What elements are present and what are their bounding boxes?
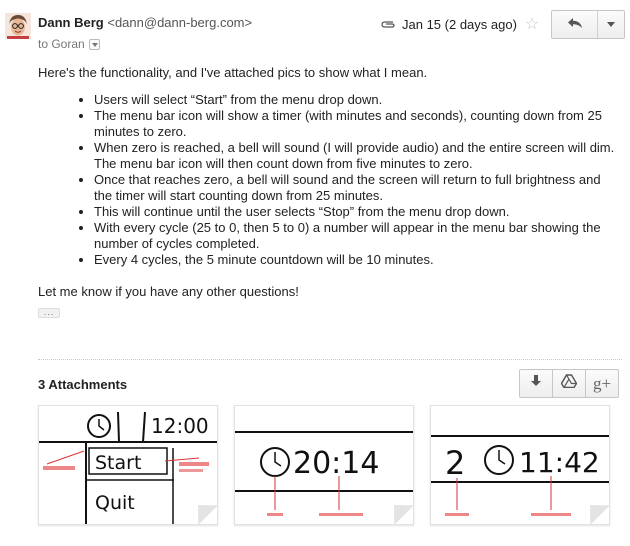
google-plus-icon: g+: [592, 373, 612, 393]
sketch-cycle-count: 2 11:42: [431, 435, 609, 516]
download-icon: [530, 374, 542, 393]
body-intro: Here's the functionality, and I've attac…: [38, 65, 428, 80]
sketch-time: 12:00: [151, 414, 209, 438]
star-icon[interactable]: ☆: [524, 16, 540, 33]
sketch-time: 11:42: [519, 446, 600, 479]
sender-email: <dann@dann-berg.com>: [107, 15, 253, 30]
attachment-thumbnail-1[interactable]: 12:00 Start Quit: [38, 405, 218, 525]
list-item: Every 4 cycles, the 5 minute countdown w…: [94, 252, 618, 268]
page-fold: [198, 505, 217, 524]
reply-arrow-icon: [567, 16, 583, 34]
save-to-drive-button[interactable]: [552, 369, 586, 398]
share-gplus-button[interactable]: g+: [585, 369, 619, 398]
message-meta: Jan 15 (2 days ago) ☆: [380, 14, 539, 34]
list-item: When zero is reached, a bell will sound …: [94, 140, 618, 172]
drive-icon: [560, 374, 578, 393]
reply-button[interactable]: [552, 11, 598, 38]
sketch-cycle: 2: [445, 444, 465, 482]
attachment-actions: g+: [519, 369, 619, 398]
chevron-down-icon: [607, 22, 615, 27]
attachment-thumbnail-2[interactable]: 20:14: [234, 405, 414, 525]
feature-list: Users will select “Start” from the menu …: [38, 92, 618, 268]
message-body: Here's the functionality, and I've attac…: [38, 65, 618, 319]
attachments-divider: [38, 359, 622, 360]
list-item: Users will select “Start” from the menu …: [94, 92, 618, 108]
sketch-countdown: 20:14: [235, 431, 413, 516]
sketch-time: 20:14: [293, 446, 379, 481]
sketch-start: Start: [95, 452, 141, 474]
recipient-label: to Goran: [38, 37, 85, 51]
page-fold: [394, 505, 413, 524]
attachment-thumbnail-3[interactable]: 2 11:42: [430, 405, 610, 525]
list-item: The menu bar icon will show a timer (wit…: [94, 108, 618, 140]
list-item: Once that reaches zero, a bell will soun…: [94, 172, 618, 204]
page-fold: [590, 505, 609, 524]
paperclip-icon: [380, 17, 396, 32]
message-date: Jan 15 (2 days ago): [402, 16, 517, 32]
list-item: With every cycle (25 to 0, then 5 to 0) …: [94, 220, 618, 252]
more-options-button[interactable]: [598, 11, 624, 38]
sender-line: Dann Berg <dann@dann-berg.com>: [38, 15, 252, 30]
download-all-button[interactable]: [519, 369, 553, 398]
show-trimmed-content-button[interactable]: ...: [38, 308, 60, 318]
recipient-details-dropdown[interactable]: [88, 38, 100, 50]
sketch-menu-bar: 12:00 Start Quit: [39, 411, 217, 524]
sender-name[interactable]: Dann Berg: [38, 15, 104, 30]
recipient-line: to Goran: [38, 37, 100, 51]
attachments-title: 3 Attachments: [38, 377, 128, 392]
list-item: This will continue until the user select…: [94, 204, 618, 220]
reply-button-group: [551, 10, 625, 39]
body-closing: Let me know if you have any other questi…: [38, 284, 299, 299]
sketch-quit: Quit: [95, 492, 135, 514]
avatar[interactable]: [5, 13, 31, 39]
